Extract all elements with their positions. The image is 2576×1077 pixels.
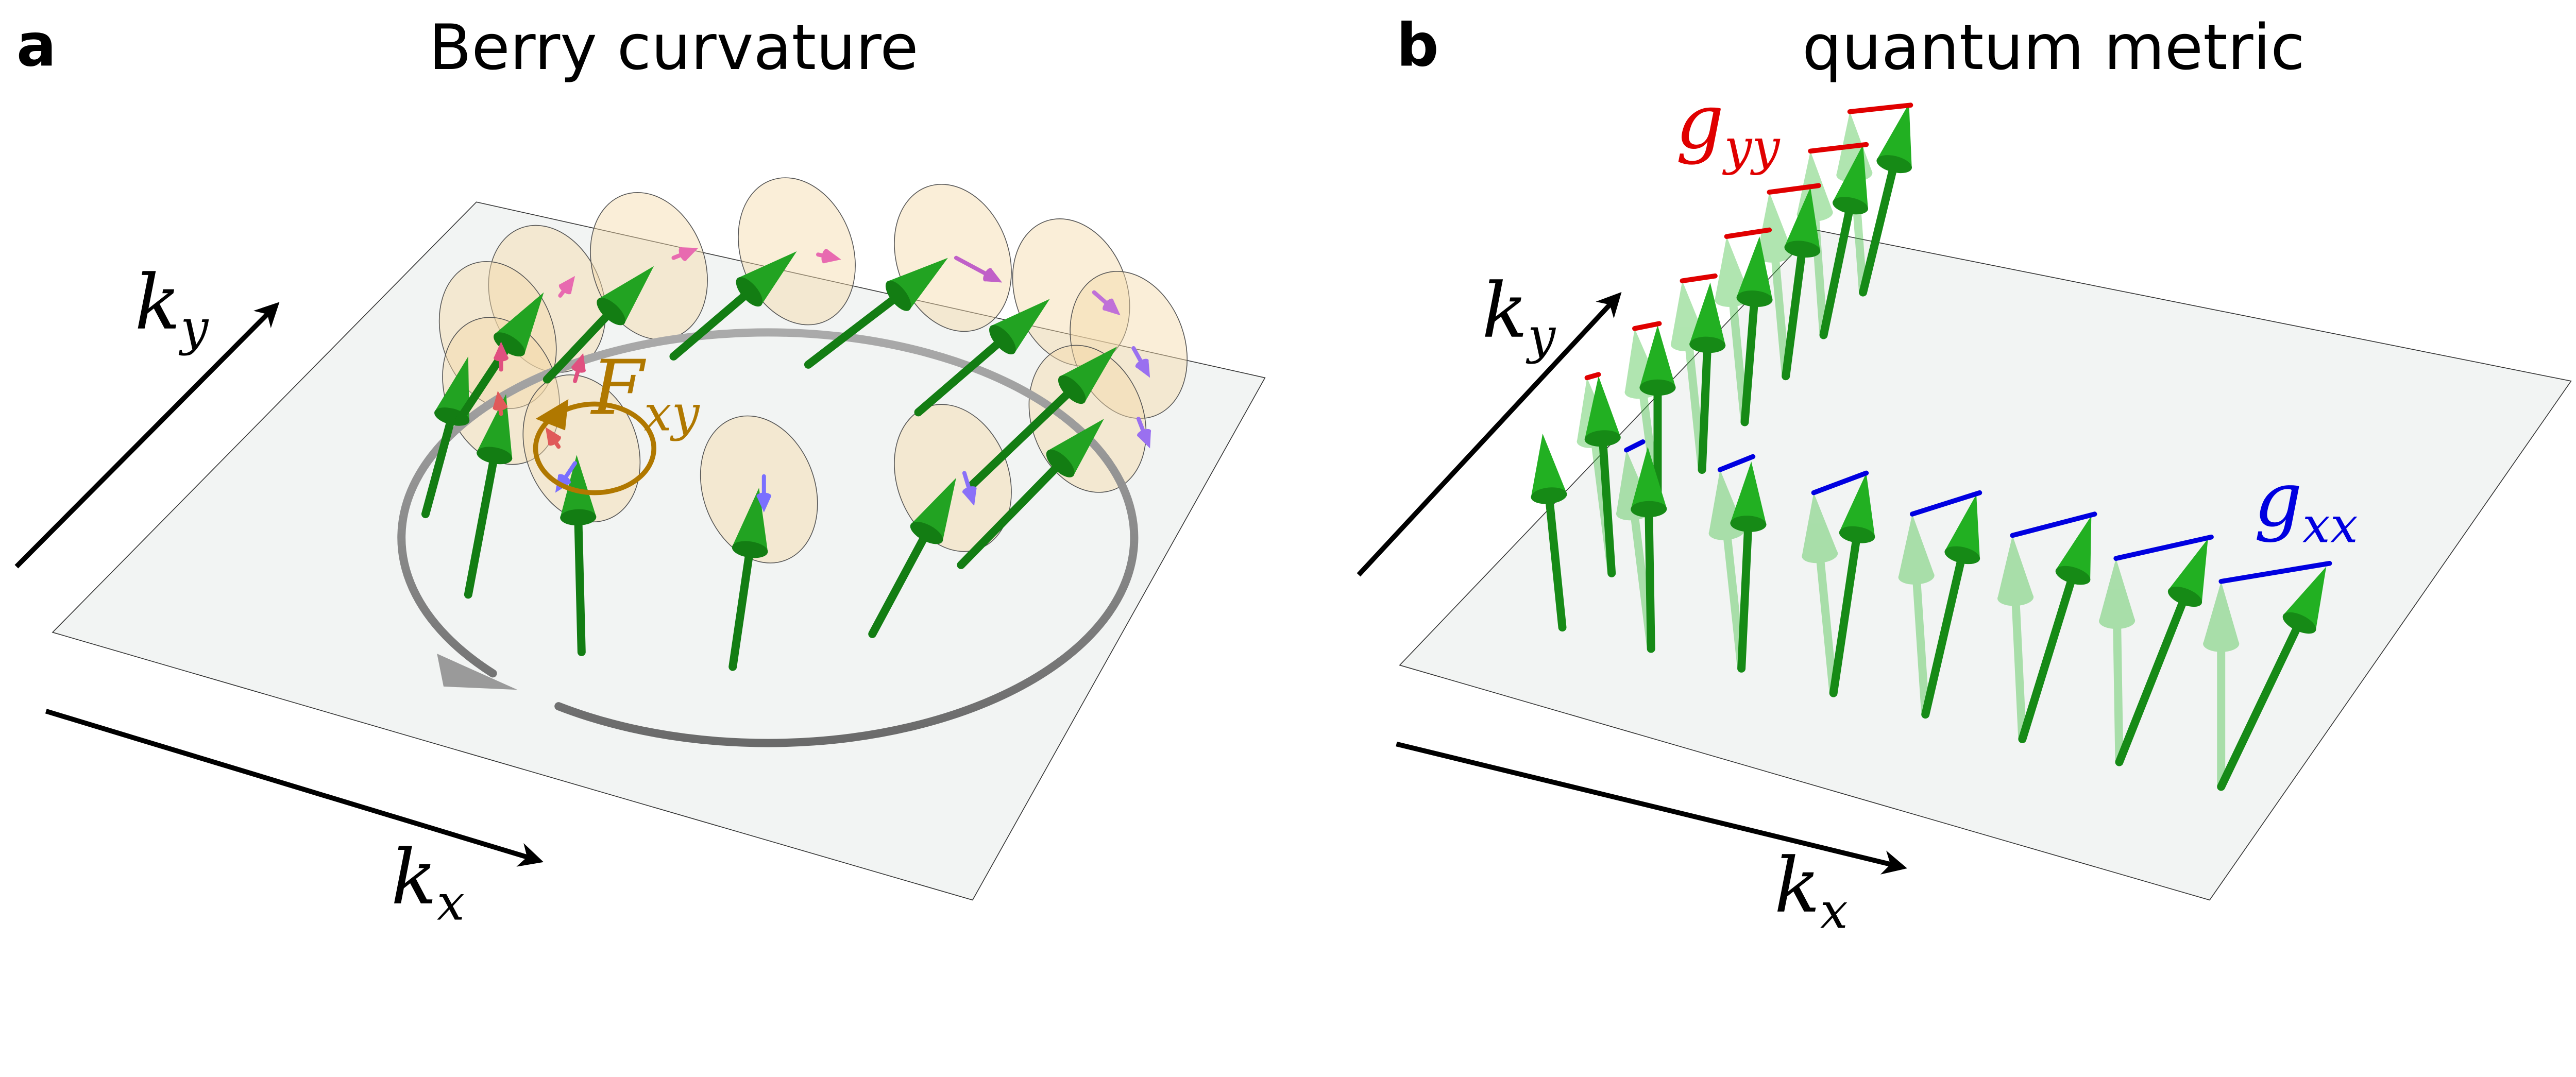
phase-arrow <box>1131 346 1150 378</box>
state-arrow <box>464 394 513 599</box>
phase-arrow <box>1092 290 1121 316</box>
displaced-state-arrow <box>1997 535 2034 743</box>
kx-axis-label: kx <box>1774 842 1848 940</box>
panel-b-letter: b <box>1396 11 1438 80</box>
gyy-distance-mark <box>1847 102 1913 114</box>
state-vector-arrows <box>421 251 1117 671</box>
state-arrow <box>1921 494 1980 719</box>
momentum-plane <box>1399 229 2572 901</box>
panel-b: b quantum metric ky kx gyy gxx <box>1357 11 2572 940</box>
state-arrow <box>728 488 768 671</box>
phase-arrow <box>954 255 1003 283</box>
panel-a-letter: a <box>16 11 56 80</box>
gyy-distance-mark <box>1808 142 1869 154</box>
phase-arrow <box>1136 417 1151 449</box>
displaced-state-arrow <box>1757 192 1793 381</box>
state-arrow <box>2018 516 2092 743</box>
kx-axis-label: kx <box>391 833 465 932</box>
phase-arrow <box>816 249 841 264</box>
displaced-state-arrow <box>2203 581 2240 791</box>
ky-axis-arrow <box>1357 292 1622 577</box>
state-arrow <box>1859 103 1912 297</box>
curvature-loop <box>533 401 656 495</box>
state-arrow <box>2217 567 2327 791</box>
panel-a-title: Berry curvature <box>429 11 919 84</box>
state-arrow <box>1819 144 1869 339</box>
gyy-distance-mark <box>1767 183 1821 195</box>
state-arrow <box>1689 282 1726 474</box>
phase-arrows <box>493 247 1151 512</box>
gxx-distance-mark <box>2010 511 2097 538</box>
phase-arrow <box>493 390 507 416</box>
state-arrow <box>560 455 597 656</box>
gyy-label: gyy <box>1676 78 1781 176</box>
state-arrow <box>1631 447 1667 653</box>
phase-arrow <box>671 247 699 261</box>
state-arrow <box>1736 236 1773 426</box>
gyy-distance-mark <box>1680 273 1718 284</box>
gxx-label: gxx <box>2254 455 2358 554</box>
metric-arrows <box>1531 102 2332 791</box>
gxx-distance-mark <box>2218 560 2332 584</box>
gyy-distance-mark <box>1724 227 1772 239</box>
state-arrow <box>1531 433 1567 632</box>
gxx-distance-mark <box>1717 454 1756 472</box>
closed-loop-path <box>397 328 1139 747</box>
state-arrow <box>804 258 948 369</box>
displaced-state-arrow <box>1898 514 1935 719</box>
state-arrow <box>914 299 1050 417</box>
gxx-distance-mark <box>2113 534 2214 561</box>
phase-arrow <box>558 276 575 298</box>
loop-arrowhead <box>437 654 518 690</box>
state-arrow <box>1829 473 1875 697</box>
berry-curvature-label: Fxy <box>590 344 701 442</box>
ky-axis-label: ky <box>134 259 209 357</box>
gxx-distance-mark <box>1811 470 1869 495</box>
displaced-state-arrow <box>1802 492 1838 697</box>
gyy-distance-mark <box>1632 321 1662 331</box>
state-arrow <box>1730 461 1767 673</box>
displaced-state-arrow <box>2099 558 2136 766</box>
state-arrow <box>669 251 797 361</box>
phase-arrow <box>756 474 772 512</box>
phase-arrow <box>962 471 977 506</box>
state-arrow <box>543 266 654 384</box>
ky-axis-label: ky <box>1482 267 1556 365</box>
panel-b-title: quantum metric <box>1802 11 2305 84</box>
phase-arrow <box>571 353 586 383</box>
bloch-disks <box>438 177 1188 563</box>
kx-axis-arrow <box>45 709 544 867</box>
panel-a: a Berry curvature ky kx Fxy <box>14 11 1266 932</box>
state-arrow <box>868 477 956 638</box>
ky-axis-arrow <box>14 302 280 569</box>
gxx-distance-mark <box>1909 490 1982 517</box>
state-arrow <box>2115 538 2208 766</box>
gxx-distance-mark <box>1624 439 1646 453</box>
state-arrow <box>1782 187 1821 381</box>
gyy-distance-mark <box>1584 372 1601 381</box>
state-arrow <box>1584 376 1621 577</box>
state-arrow <box>968 346 1117 489</box>
phase-arrow <box>494 341 509 372</box>
phase-arrow <box>545 427 561 449</box>
figure: a Berry curvature ky kx Fxy b quantum me… <box>14 11 2572 940</box>
curvature-loop-arrowhead <box>535 399 569 431</box>
bloch-disk <box>1070 271 1188 419</box>
kx-axis-arrow <box>1396 741 1907 875</box>
state-arrow <box>957 419 1104 569</box>
